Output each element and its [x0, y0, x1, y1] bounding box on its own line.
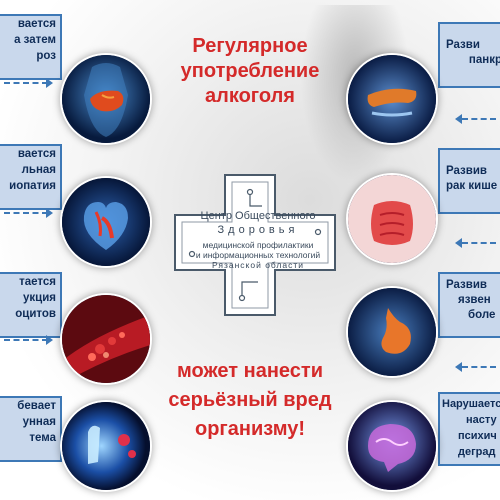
stomach-icon: [348, 288, 436, 376]
left-info-box: вается льная иопатия: [0, 144, 62, 210]
box-line: психич: [458, 430, 497, 442]
cross-emblem-icon: [174, 174, 336, 316]
right-info-box: Разви панкр: [438, 22, 500, 88]
box-line: оцитов: [15, 308, 56, 320]
box-line: тается: [19, 276, 56, 288]
dashed-arrow: [4, 339, 48, 341]
headline-line: употребление: [180, 60, 320, 82]
headline-line: Регулярное: [192, 35, 308, 57]
dashed-arrow: [4, 82, 48, 84]
logo-line: Рязанской области: [211, 260, 304, 270]
blood-vessel-icon: [62, 295, 150, 383]
logo-line: медицинской профилактики: [202, 240, 314, 250]
box-line: Нарушаетс: [442, 398, 500, 410]
immune-icon: [62, 402, 150, 490]
footer-line: организму!: [194, 418, 306, 440]
health-center-logo: Центр Общественного Здоровья медицинской…: [170, 170, 340, 320]
box-line: унная: [22, 416, 56, 428]
dashed-arrow: [462, 118, 496, 120]
arrow-right-icon: [46, 208, 53, 218]
box-line: вается: [17, 18, 56, 30]
box-line: Разви: [446, 39, 480, 51]
right-info-box: Развив рак кише: [438, 148, 500, 214]
box-line: Развив: [446, 165, 487, 177]
headline: Регулярное употребление алкоголя: [150, 34, 350, 109]
box-line: иопатия: [9, 180, 56, 192]
arrow-right-icon: [46, 335, 53, 345]
arrow-left-icon: [455, 238, 462, 248]
box-line: вается: [17, 148, 56, 160]
intestine-icon: [348, 175, 436, 263]
heart-icon: [62, 178, 150, 266]
box-line: панкр: [468, 54, 500, 66]
dashed-arrow: [462, 366, 496, 368]
pancreas-icon: [348, 55, 436, 143]
left-info-box: вается а затем роз: [0, 14, 62, 80]
left-info-box: бевает унная тема: [0, 396, 62, 462]
box-line: деград: [458, 446, 496, 458]
liver-icon: [62, 55, 150, 143]
dashed-arrow: [4, 212, 48, 214]
box-line: укция: [22, 292, 56, 304]
box-line: насту: [466, 414, 497, 426]
logo-line: и информационных технологий: [195, 250, 321, 260]
box-line: язвен: [458, 294, 491, 306]
box-line: тема: [29, 432, 56, 444]
arrow-left-icon: [455, 362, 462, 372]
box-line: льная: [21, 164, 56, 176]
footer-line: серьёзный вред: [168, 389, 332, 411]
brain-icon: [348, 402, 436, 490]
logo-line: Центр Общественного: [200, 210, 316, 222]
left-info-box: тается укция оцитов: [0, 272, 62, 338]
footer-text: может нанести серьёзный вред организму!: [150, 357, 350, 444]
box-line: рак кише: [446, 180, 498, 192]
headline-line: алкоголя: [205, 85, 295, 107]
arrow-left-icon: [455, 114, 462, 124]
box-line: роз: [36, 50, 56, 62]
footer-line: может нанести: [177, 360, 323, 382]
arrow-right-icon: [46, 78, 53, 88]
box-line: Развив: [446, 279, 487, 291]
right-info-box: Развив язвен боле: [438, 272, 500, 338]
right-info-box: Нарушаетс насту психич деград: [438, 392, 500, 466]
box-line: боле: [468, 309, 496, 321]
box-line: а затем: [14, 34, 56, 46]
logo-line: Здоровья: [217, 224, 299, 236]
box-line: бевает: [17, 400, 56, 412]
dashed-arrow: [462, 242, 496, 244]
